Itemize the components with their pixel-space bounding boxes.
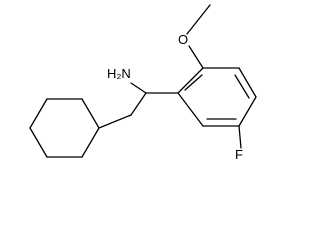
bond (184, 74, 203, 91)
bond (177, 67, 204, 94)
bond (234, 74, 250, 99)
bond (130, 82, 147, 94)
amine-label: H₂N (107, 66, 131, 81)
structure-diagram: H₂N O F (29, 4, 257, 162)
bond (81, 127, 100, 158)
bond (238, 125, 242, 149)
bond (238, 67, 257, 98)
methoxy-group (186, 4, 211, 69)
bond (188, 45, 204, 69)
bond (81, 98, 100, 129)
bond (29, 98, 48, 129)
bond (98, 114, 132, 129)
bond (186, 4, 211, 35)
fluorine-label: F (235, 147, 243, 162)
alkyl-chain (98, 82, 179, 129)
bond (130, 92, 147, 116)
bond (238, 96, 257, 127)
cyclohexane-ring (29, 98, 100, 158)
bond (29, 127, 48, 158)
benzene-ring (177, 67, 257, 127)
bond (177, 92, 204, 127)
oxygen-label: O (178, 32, 188, 47)
